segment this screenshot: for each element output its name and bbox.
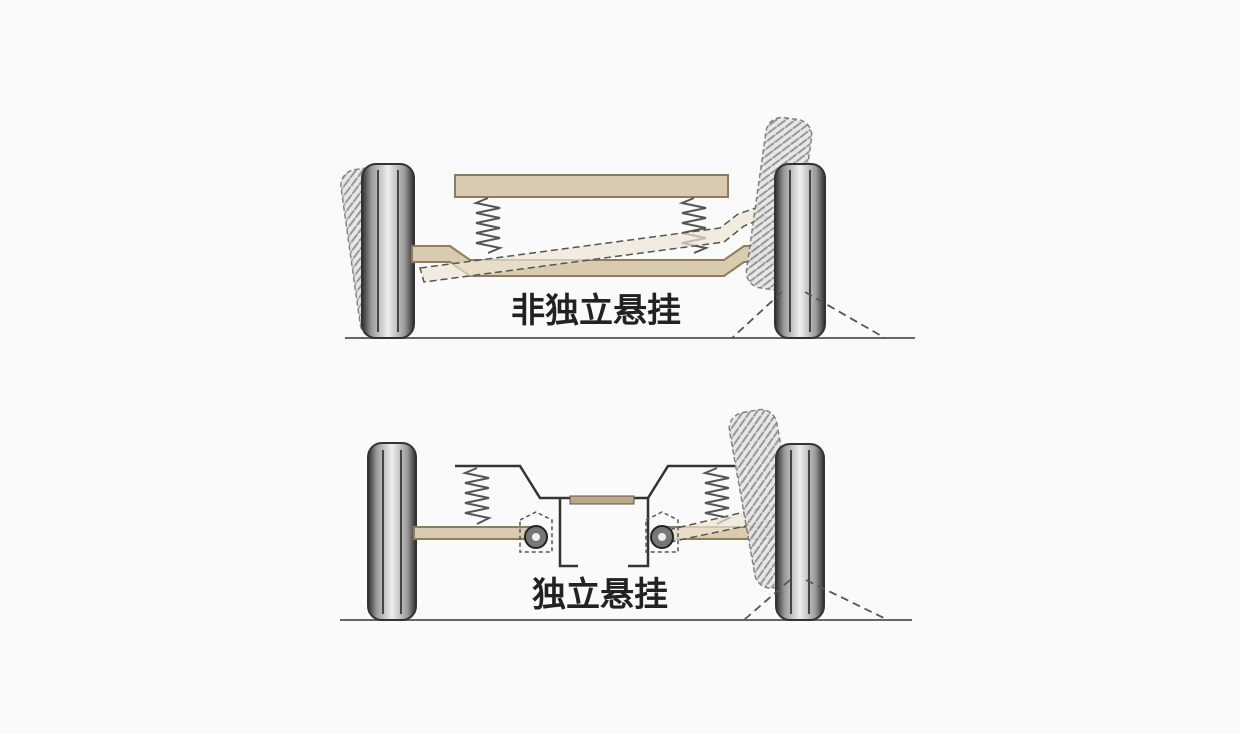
chassis-body <box>455 464 735 500</box>
spring-right-independent <box>701 467 733 525</box>
tilted-axle-ghost <box>419 205 770 283</box>
right-wheel <box>774 163 826 339</box>
differential-cap <box>569 495 635 505</box>
independent-suspension: 独立悬挂 <box>340 408 912 621</box>
half-shaft-left <box>413 526 535 540</box>
caption-non-independent: 非独立悬挂 <box>511 291 681 331</box>
caption-independent: 独立悬挂 <box>532 575 668 615</box>
right-wheel-independent <box>775 443 825 621</box>
non-independent-suspension: 非独立悬挂 <box>340 116 915 339</box>
spring-left-independent <box>461 467 493 525</box>
tilt-indicator-lines <box>731 291 886 339</box>
chassis-frame <box>454 174 729 198</box>
spring-left <box>472 197 504 254</box>
differential-housing <box>558 498 650 568</box>
pivot-joint-right <box>645 511 679 553</box>
left-wheel <box>361 163 415 339</box>
tilt-indicator-lines-independent <box>743 579 889 621</box>
pivot-joint-left <box>519 511 553 553</box>
left-wheel-independent <box>367 442 417 621</box>
